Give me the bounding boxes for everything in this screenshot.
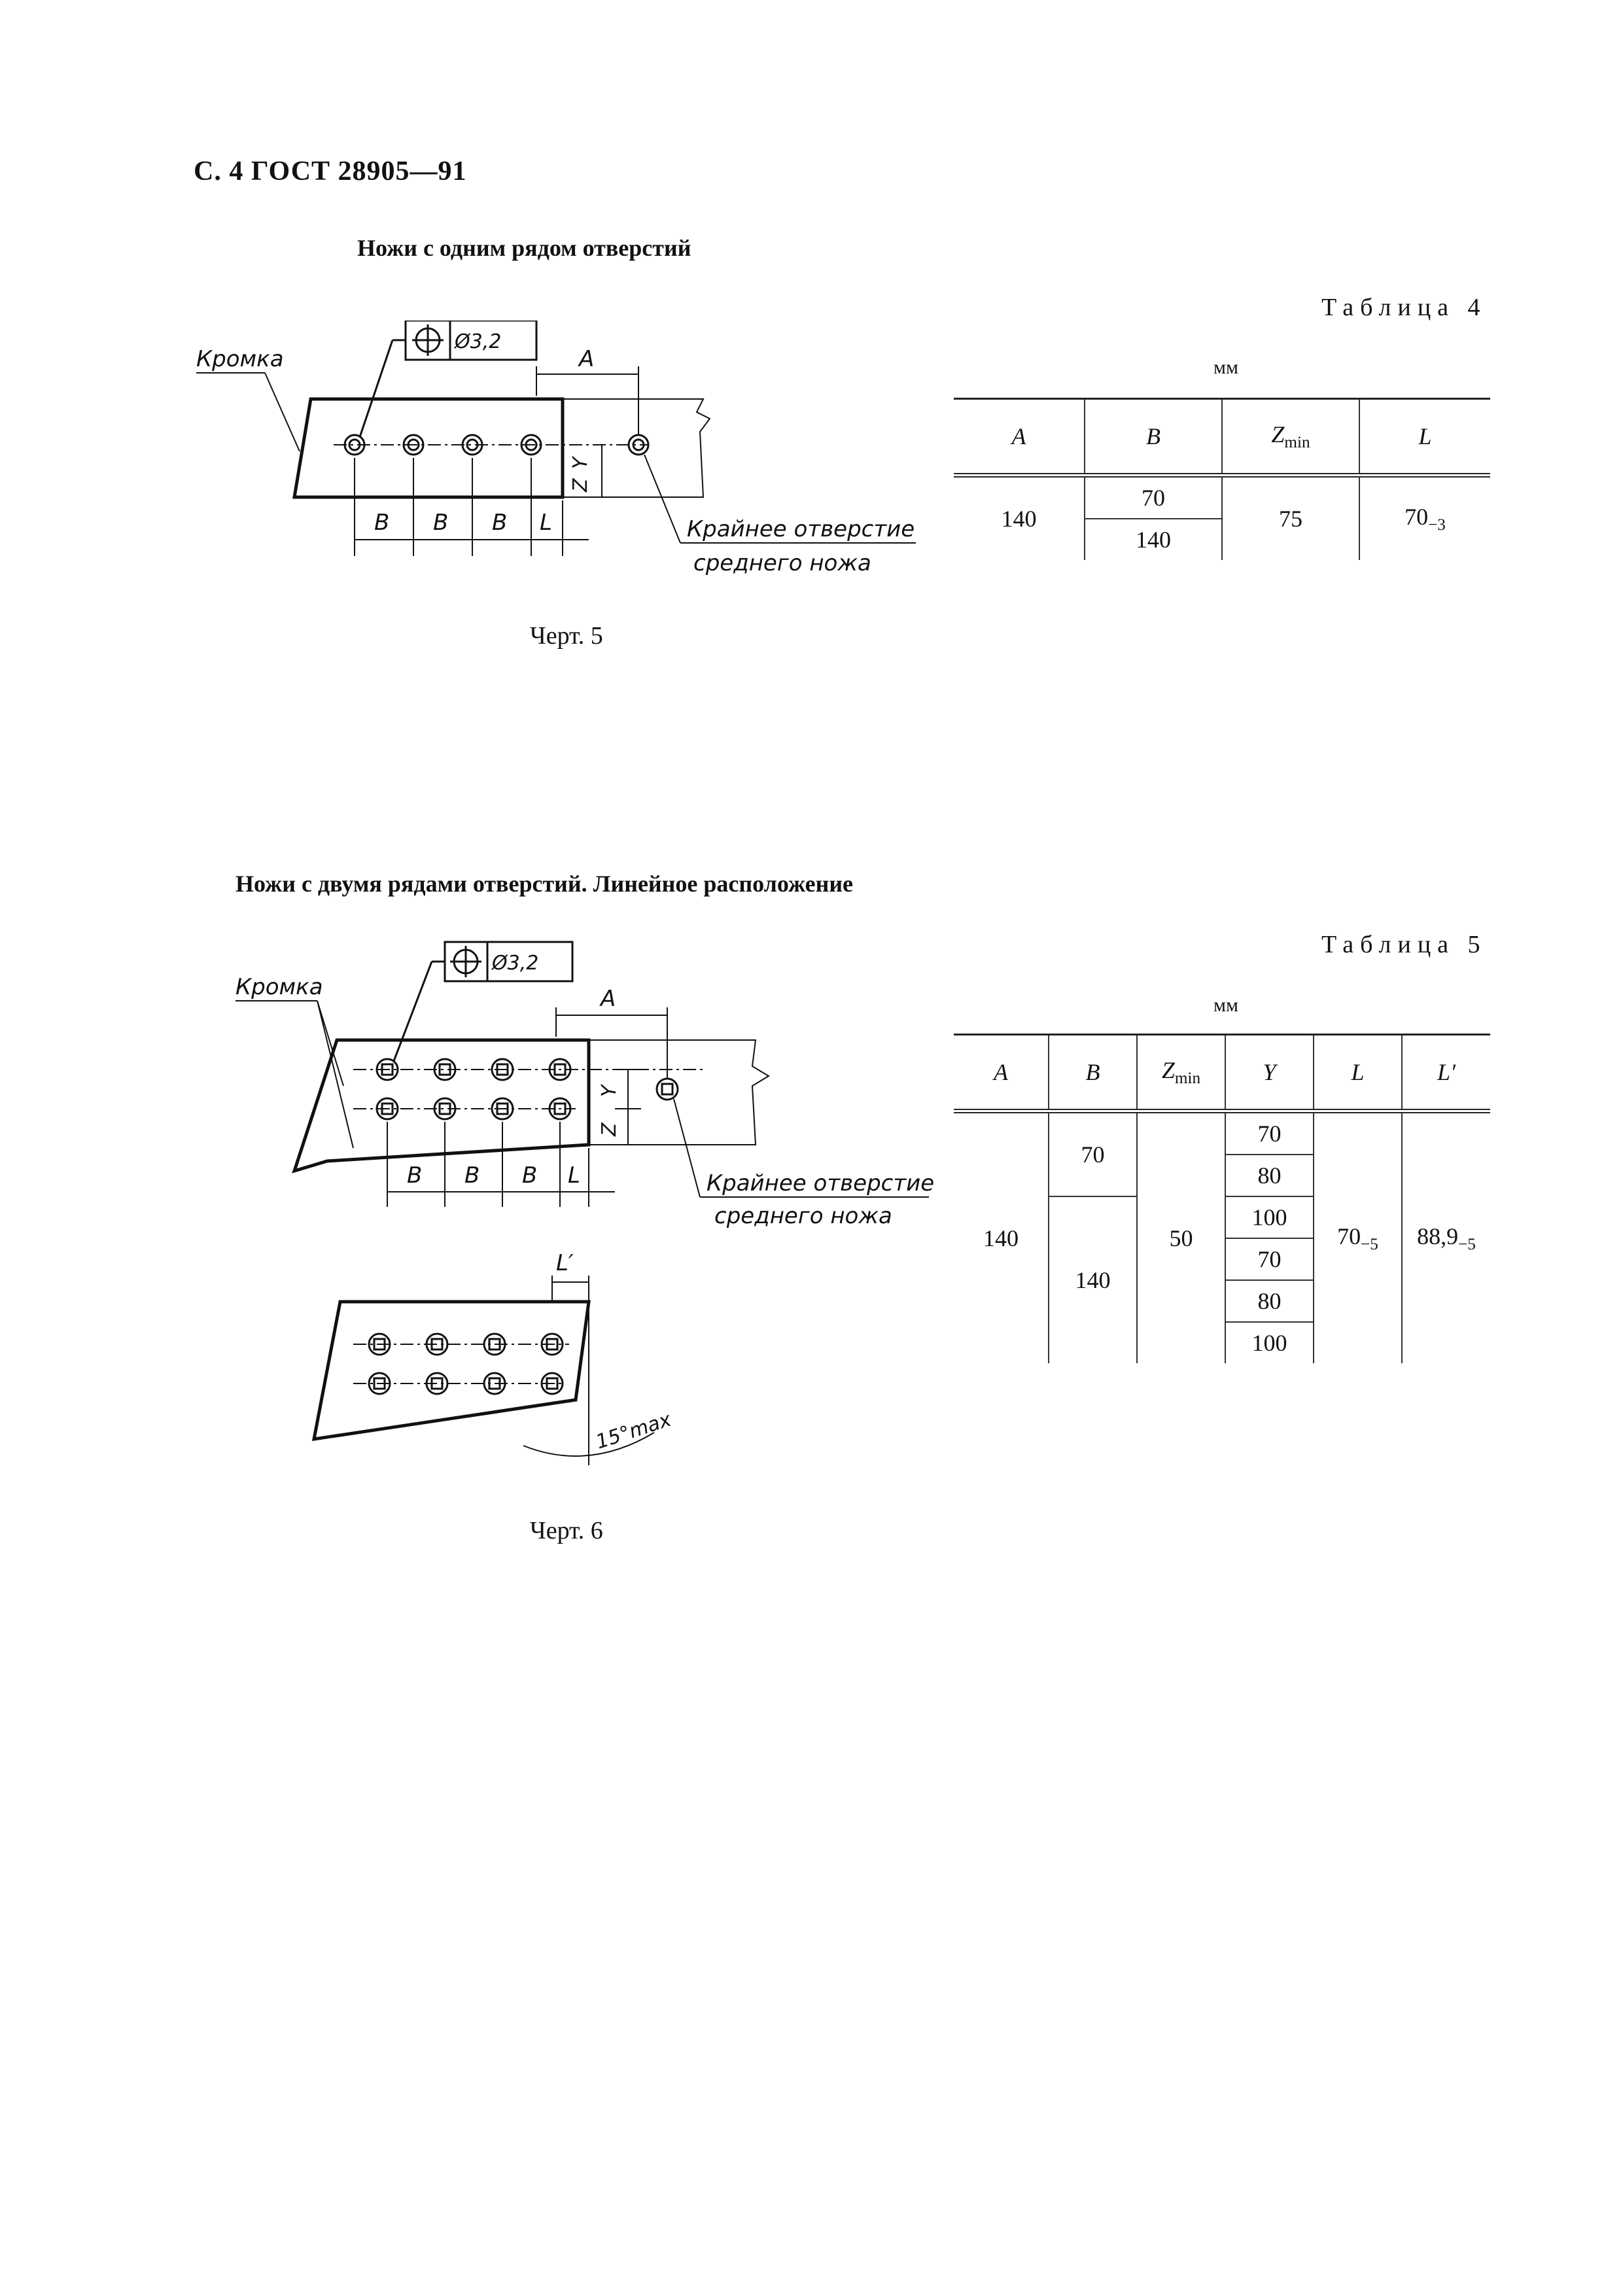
cell-l-prime: 88,9−5	[1401, 1111, 1490, 1363]
cell-y: 100	[1225, 1196, 1314, 1239]
col-header-l: L	[1313, 1034, 1402, 1113]
table-caption-5: Таблица 5	[1321, 931, 1487, 958]
dim-l-label: L	[568, 1162, 580, 1189]
hole-icon	[368, 1332, 391, 1356]
cell-y: 70	[1225, 1238, 1314, 1281]
knife-body-bottom	[311, 1300, 591, 1441]
hole-icon	[425, 1372, 449, 1395]
table-header-row: A B Zmin Y L L′	[954, 1034, 1490, 1113]
col-header-a: A	[954, 1034, 1049, 1113]
dim-l-label: L	[540, 510, 552, 536]
dim-z-label: Z	[598, 1122, 621, 1137]
hole-icon	[548, 1058, 572, 1081]
middle-knife-outline	[589, 1039, 770, 1145]
cell-b: 140	[1084, 519, 1222, 560]
table-row: 140 100	[954, 1196, 1490, 1363]
cell-a: 140	[1001, 506, 1037, 532]
note-line1: Крайнее отверстие	[687, 516, 915, 542]
cell-b: 140	[1048, 1196, 1137, 1363]
hole-size-label: Ø3,2	[453, 330, 501, 353]
hole-icon	[520, 434, 542, 456]
edge-label: Кромка	[196, 346, 284, 372]
dim-b-label: B	[374, 510, 389, 536]
hole-icon	[491, 1058, 514, 1081]
knife-body-top	[292, 1038, 591, 1174]
hole-icon	[433, 1058, 457, 1081]
page-header: С. 4 ГОСТ 28905—91	[194, 156, 467, 186]
middle-knife-outline	[563, 398, 711, 498]
table-unit-4: мм	[1213, 357, 1238, 378]
cell-l: 70−3	[1359, 475, 1490, 560]
col-header-l: L	[1359, 398, 1490, 478]
table-row: 70	[954, 1238, 1490, 1281]
dim-b-label: B	[492, 510, 507, 536]
table-row: 80	[954, 1155, 1490, 1197]
col-header-a: A	[954, 398, 1085, 478]
cell-y: 100	[1225, 1322, 1314, 1363]
table-caption-4: Таблица 4	[1321, 294, 1487, 321]
table-row: 140	[954, 519, 1490, 560]
dim-a-label: A	[599, 986, 616, 1012]
dim-b-label: B	[433, 510, 448, 536]
hole-icon	[655, 1077, 679, 1101]
angle-label: 15°max	[593, 1408, 674, 1454]
hole-icon	[483, 1372, 506, 1395]
dim-b-label: B	[407, 1162, 422, 1189]
cell-b: 70	[1048, 1111, 1137, 1197]
hole-icon	[343, 434, 366, 456]
hole-icon	[461, 434, 483, 456]
hole-icon	[375, 1058, 399, 1081]
drawing-fig6: Ø3,2 Кромка A B B B L Y Z Крайнее отверс…	[236, 941, 934, 1465]
dim-z-label: Z	[569, 478, 592, 493]
table-4: A B Zmin L 140 70 75 70−3 140	[954, 398, 1490, 560]
hole-icon	[402, 434, 425, 456]
col-header-b: B	[1048, 1034, 1137, 1113]
note-line2: среднего ножа	[693, 550, 871, 576]
col-header-zmin: Zmin	[1221, 398, 1359, 478]
hole-size-label: Ø3,2	[491, 952, 538, 975]
table-row: 80	[954, 1280, 1490, 1323]
table-5: A B Zmin Y L L′ 140 70 50 70 70−5 88,9−5…	[954, 1034, 1490, 1363]
table-header-row: A B Zmin L	[954, 398, 1490, 478]
hole-icon	[483, 1332, 506, 1356]
col-header-y: Y	[1225, 1034, 1314, 1113]
dim-l-prime-label: L′	[556, 1250, 574, 1276]
dim-y-label: Y	[569, 455, 592, 469]
drawing-fig5: Ø3,2 Кромка A B B B L Y Z Крайнее отверс…	[196, 321, 916, 576]
table-unit-5: мм	[1213, 994, 1238, 1016]
col-header-l-prime: L′	[1401, 1034, 1490, 1113]
cell-zmin: 75	[1221, 475, 1359, 560]
table-row: 140 70 75 70−3	[954, 475, 1490, 560]
hole-icon	[548, 1097, 572, 1121]
cell-b: 70	[1084, 475, 1222, 519]
cell-y: 80	[1225, 1280, 1314, 1323]
section-title-single-row: Ножи с одним рядом отверстий	[357, 235, 691, 261]
note-line1: Крайнее отверстие	[707, 1170, 934, 1196]
col-header-zmin: Zmin	[1136, 1034, 1225, 1113]
note-line2: среднего ножа	[714, 1203, 892, 1229]
cell-a: 140	[983, 1225, 1019, 1251]
dim-a-label: A	[578, 346, 594, 372]
section-title-double-row: Ножи с двумя рядами отверстий. Линейное …	[236, 871, 854, 897]
cell-l: 70−5	[1313, 1111, 1402, 1363]
hole-icon	[540, 1372, 564, 1395]
dim-y-label: Y	[598, 1083, 621, 1097]
hole-icon	[425, 1332, 449, 1356]
figure-caption-6: Черт. 6	[530, 1517, 603, 1544]
hole-icon	[540, 1332, 564, 1356]
hole-icon	[433, 1097, 457, 1121]
dim-b-label: B	[464, 1162, 480, 1189]
hole-icon	[368, 1372, 391, 1395]
col-header-b: B	[1084, 398, 1222, 478]
table-row: 100	[954, 1322, 1490, 1363]
hole-icon	[375, 1097, 399, 1121]
edge-label: Кромка	[236, 974, 323, 1000]
cell-zmin: 50	[1136, 1111, 1225, 1363]
table-row: 140 70 50 70 70−5 88,9−5	[954, 1111, 1490, 1363]
figure-caption-5: Черт. 5	[530, 622, 603, 650]
dim-b-label: B	[522, 1162, 537, 1189]
hole-icon	[491, 1097, 514, 1121]
cell-y: 70	[1225, 1111, 1314, 1155]
cell-y: 80	[1225, 1155, 1314, 1197]
